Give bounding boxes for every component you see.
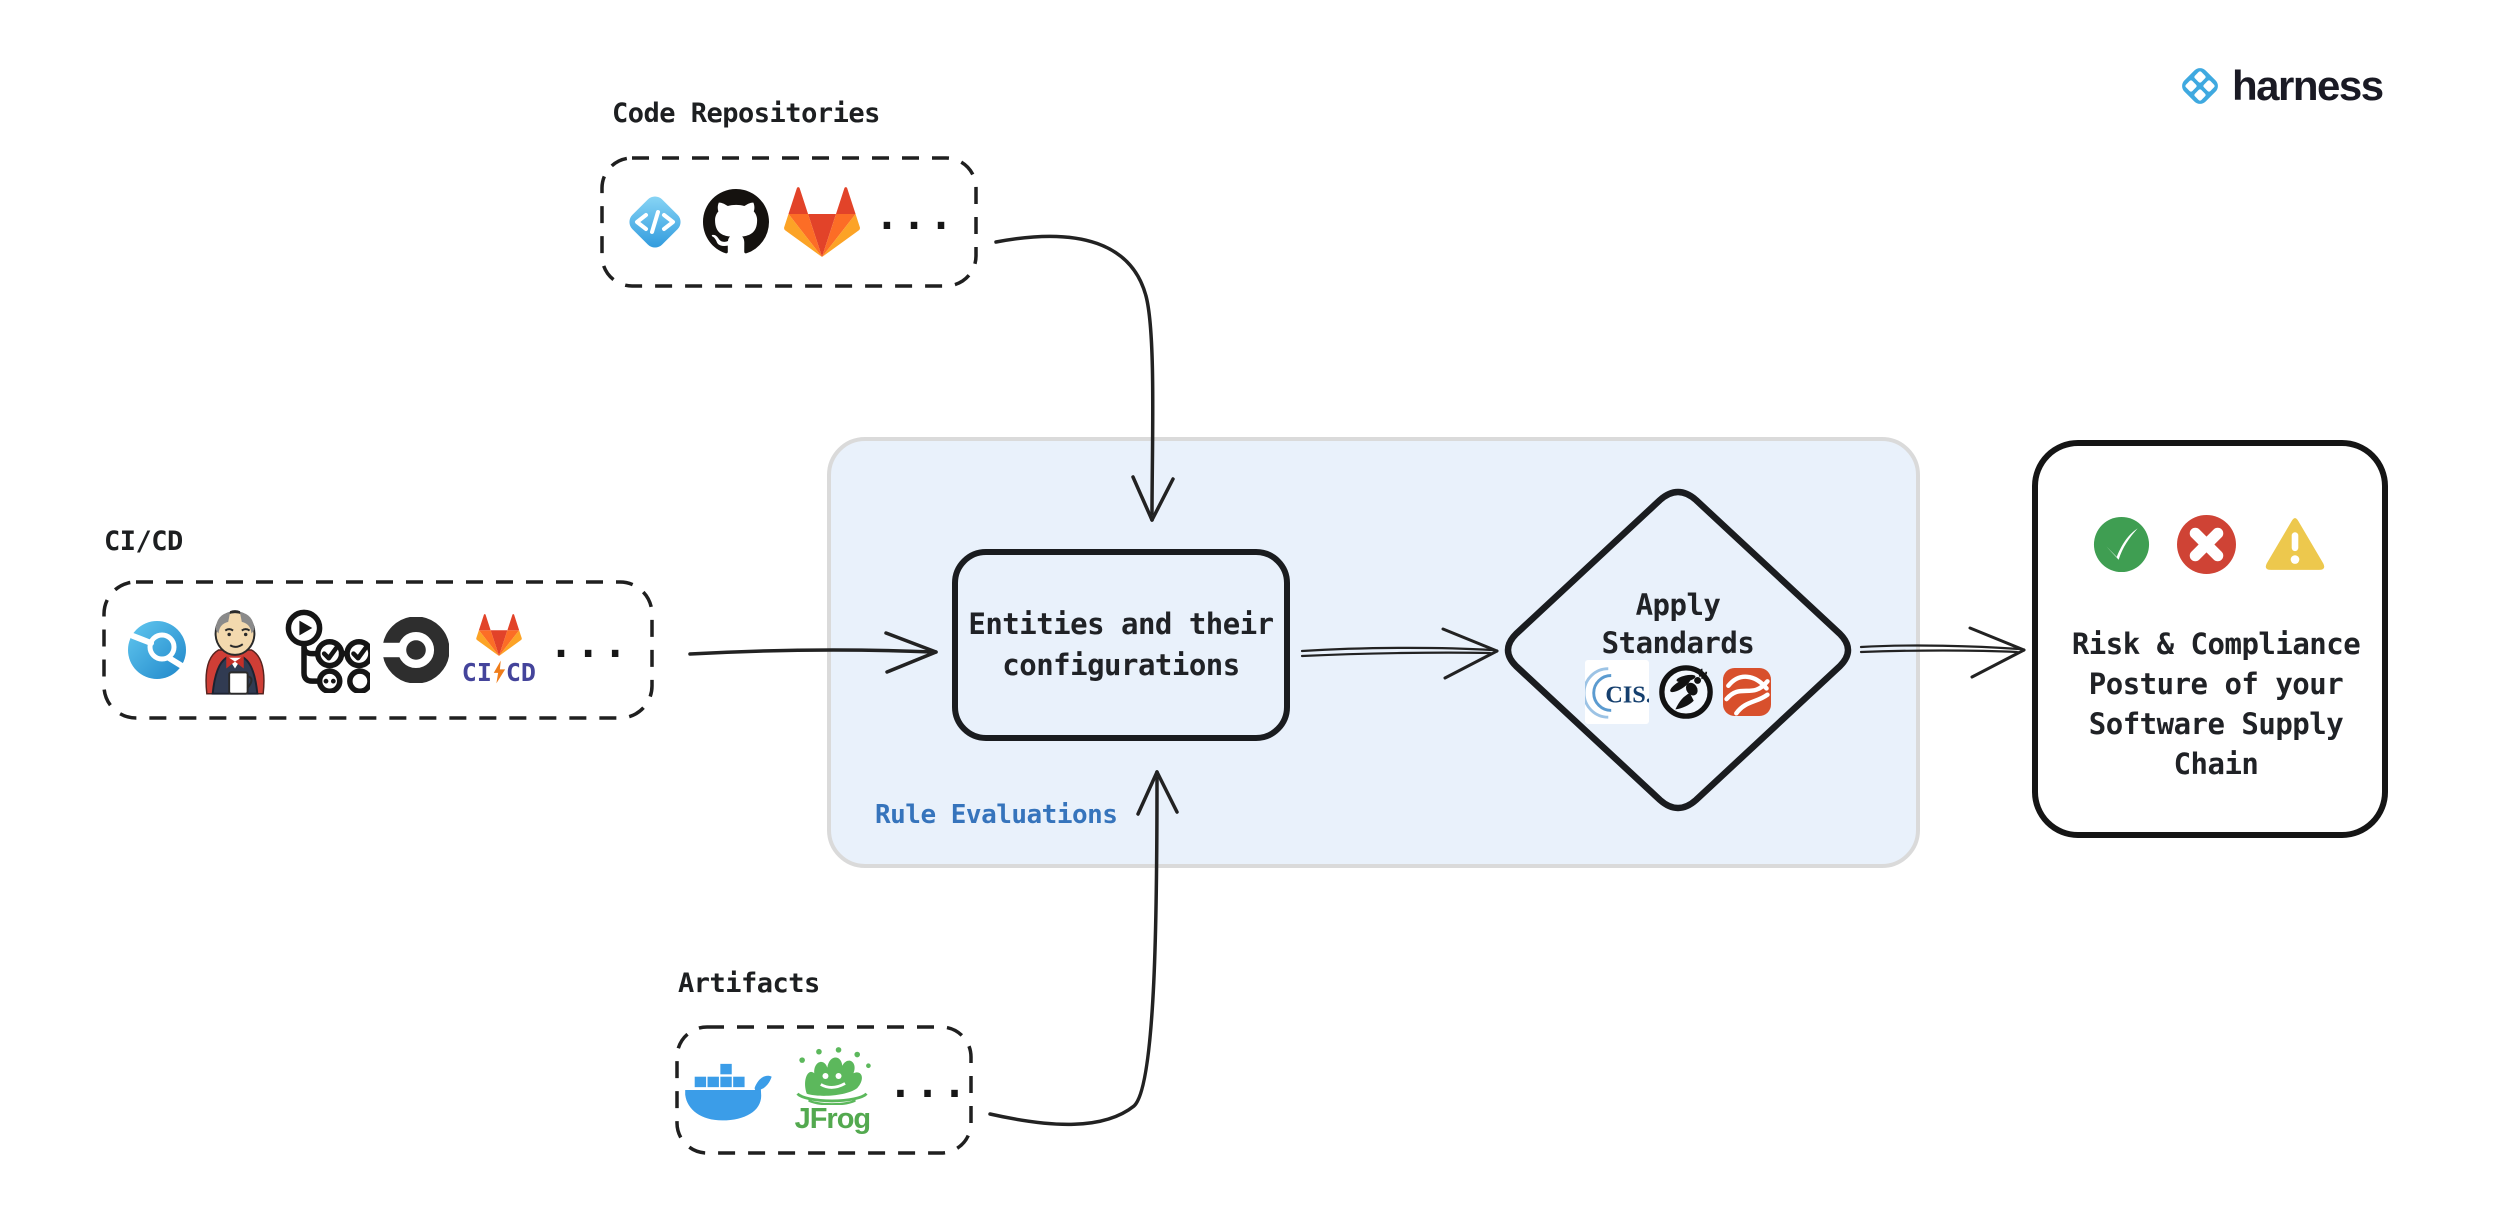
owasp-icon	[1658, 664, 1714, 720]
gitlab-icon	[783, 187, 860, 257]
code-repositories-ellipsis: ...	[874, 193, 957, 239]
artifacts-label: Artifacts	[678, 968, 820, 999]
artifacts-ellipsis: ...	[888, 1061, 970, 1107]
apply-standards-icons: CIS.	[1578, 660, 1778, 724]
gitlab-cicd-icon: CI CD	[462, 613, 536, 687]
circleci-icon	[382, 617, 449, 683]
red-ribbon-standard-icon	[1723, 668, 1771, 716]
pass-check-icon	[2093, 516, 2150, 573]
artifacts-box: JFrog ...	[675, 1025, 973, 1155]
gitlab-cd-text: CD	[505, 657, 536, 687]
code-repositories-label: Code Repositories	[612, 98, 880, 129]
harness-wordmark: harness	[2232, 62, 2384, 109]
jenkins-icon	[201, 603, 269, 697]
outcome-box: Risk & Compliance Posture of your Softwa…	[2032, 440, 2388, 838]
cicd-box: CI CD ...	[102, 580, 654, 720]
gitlab-ci-text: CI	[461, 657, 492, 687]
dashed-frame	[675, 1025, 973, 1155]
outcome-status-icons	[2038, 514, 2382, 575]
rule-evaluations-label: Rule Evaluations	[875, 800, 1118, 830]
cicd-label: CI/CD	[104, 526, 183, 557]
github-actions-icon	[282, 607, 370, 693]
gitlab-cicd-text: CI CD	[462, 658, 536, 687]
harness-code-icon	[622, 189, 688, 255]
gitlab-fox-icon	[476, 613, 522, 656]
docker-icon	[678, 1052, 776, 1128]
cicd-ellipsis: ...	[548, 621, 631, 667]
harness-logo-icon	[2176, 62, 2224, 110]
cis-text: CIS.	[1605, 682, 1649, 709]
lightning-icon	[493, 660, 505, 684]
apply-standards-label: Apply Standards	[1601, 588, 1755, 661]
fail-cross-icon	[2176, 514, 2237, 575]
entities-node: Entities and their configurations	[952, 549, 1290, 741]
cis-benchmark-icon: CIS.	[1585, 660, 1649, 724]
jfrog-icon: JFrog	[790, 1046, 874, 1135]
dashed-frame	[102, 580, 654, 720]
harness-ci-icon	[126, 619, 188, 681]
jfrog-label: JFrog	[794, 1102, 872, 1135]
entities-node-label: Entities and their configurations	[968, 607, 1274, 682]
github-icon	[702, 189, 769, 255]
dashed-frame	[600, 156, 978, 288]
warning-triangle-icon	[2263, 516, 2327, 573]
outcome-text: Risk & Compliance Posture of your Softwa…	[2071, 627, 2361, 782]
harness-brand: harness	[2176, 62, 2384, 110]
code-repositories-box: ...	[600, 156, 978, 288]
